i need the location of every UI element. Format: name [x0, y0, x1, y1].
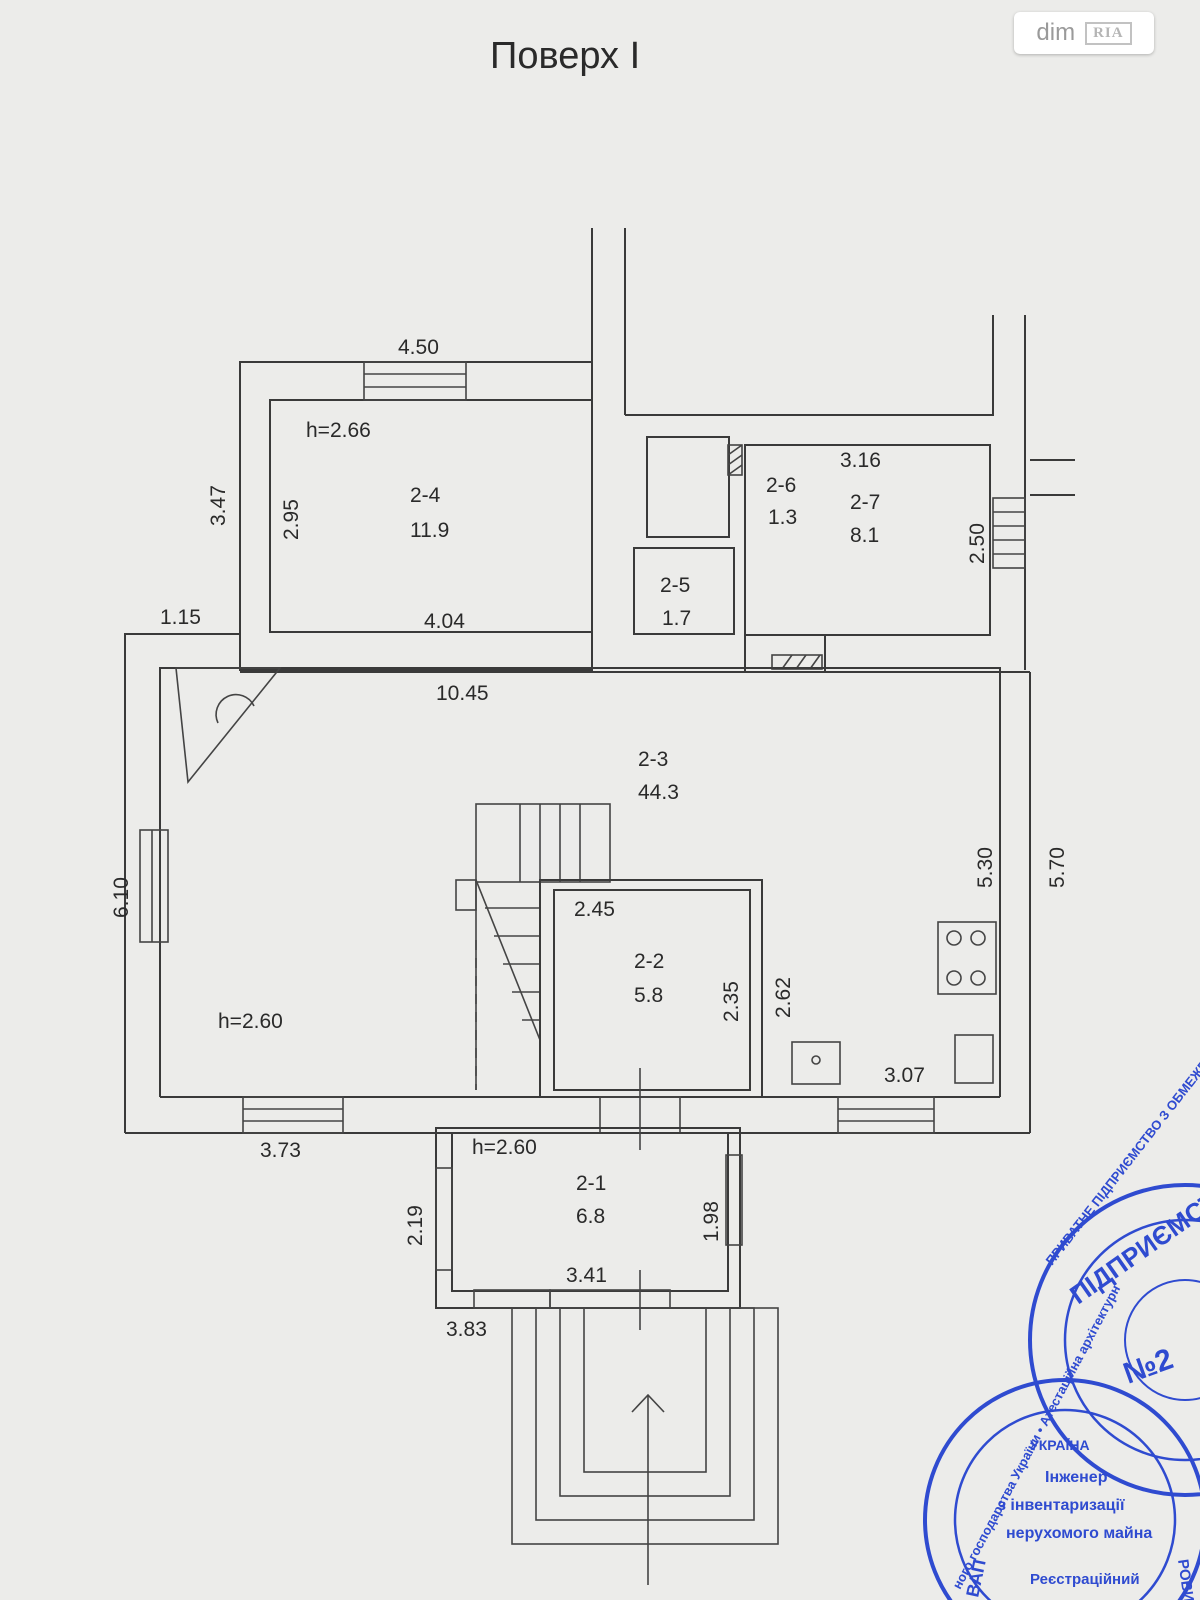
seal-line-1: Інженер [1045, 1469, 1108, 1486]
walls [124, 228, 1075, 1585]
room-2-5-area: 1.7 [662, 607, 691, 630]
dim-3-07: 3.07 [884, 1064, 925, 1087]
height-2-4: h=2.66 [306, 419, 371, 442]
room-2-5-id: 2-5 [660, 574, 690, 597]
dim-1-15: 1.15 [160, 606, 201, 629]
height-2-3: h=2.60 [218, 1010, 283, 1033]
room-2-6-id: 2-6 [766, 474, 796, 497]
dim-2-19: 2.19 [404, 1205, 427, 1246]
dim-1-98: 1.98 [700, 1201, 723, 1242]
height-labels: h=2.66 h=2.60 h=2.60 [218, 419, 537, 1159]
dim-2-35: 2.35 [720, 981, 743, 1022]
engineer-seal: ного господарства України • Атестаційна … [923, 1282, 1200, 1600]
height-2-1: h=2.60 [472, 1136, 537, 1159]
room-2-1-area: 6.8 [576, 1205, 605, 1228]
dimria-logo[interactable]: dim RIA [1014, 12, 1154, 54]
dimension-labels: 4.50 3.47 2.95 4.04 1.15 10.45 3.16 2.50… [110, 336, 1069, 1341]
dim-3-16: 3.16 [840, 449, 881, 472]
dim-3-47: 3.47 [207, 485, 230, 526]
dim-3-73: 3.73 [260, 1139, 301, 1162]
dim-3-83: 3.83 [446, 1318, 487, 1341]
room-2-2-area: 5.8 [634, 984, 663, 1007]
room-2-4-area: 11.9 [410, 519, 449, 542]
dim-2-50: 2.50 [966, 523, 989, 564]
dim-5-70: 5.70 [1046, 847, 1069, 888]
room-2-6-area: 1.3 [768, 506, 797, 529]
dim-2-95: 2.95 [280, 499, 303, 540]
dim-2-45: 2.45 [574, 898, 615, 921]
room-2-3-id: 2-3 [638, 748, 668, 771]
stamp-inner-number: №2 [1119, 1342, 1177, 1390]
dim-5-30: 5.30 [974, 847, 997, 888]
dim-6-10: 6.10 [110, 877, 133, 918]
room-2-7-area: 8.1 [850, 524, 879, 547]
seal-side-2: РОВИЧ [1174, 1558, 1198, 1600]
plan-title: Поверх I [490, 35, 640, 77]
dim-4-04: 4.04 [424, 610, 465, 633]
seal-line-3: нерухомого майна [1006, 1525, 1152, 1542]
logo-brand-ria: RIA [1085, 21, 1132, 45]
dim-10-45: 10.45 [436, 682, 489, 705]
room-2-7-id: 2-7 [850, 491, 880, 514]
room-2-1-id: 2-1 [576, 1172, 606, 1195]
room-labels: 2-4 11.9 2-6 1.3 2-7 8.1 2-5 1.7 2-3 44.… [410, 474, 880, 1228]
dim-2-62: 2.62 [772, 977, 795, 1018]
seal-line-4: Реєстраційний [1030, 1571, 1140, 1588]
dim-3-41: 3.41 [566, 1264, 607, 1287]
room-2-3-area: 44.3 [638, 781, 679, 804]
seal-line-2: з інвентаризації [998, 1497, 1125, 1514]
logo-brand-dim: dim [1036, 19, 1076, 46]
room-2-2-id: 2-2 [634, 950, 664, 973]
seal-word: УКРАЇНА [1030, 1437, 1090, 1453]
room-2-4-id: 2-4 [410, 484, 441, 507]
dim-4-50: 4.50 [398, 336, 439, 359]
